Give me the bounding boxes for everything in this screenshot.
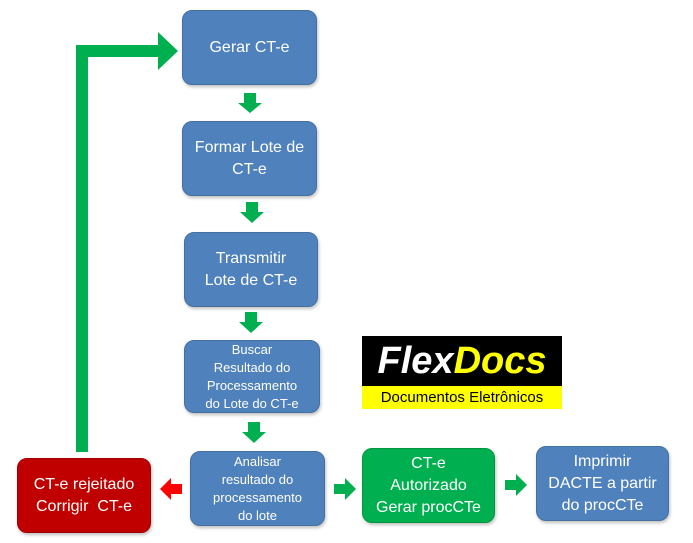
node-line: do procCTe: [561, 496, 644, 514]
node-line: processamento: [213, 489, 302, 505]
node-line: CT-e: [232, 160, 267, 178]
node-line: Transmitir: [215, 249, 287, 267]
node-line: resultado do: [221, 471, 294, 487]
arrow-right-icon: [334, 478, 356, 500]
node-transmitir-lote: Transmitir Lote de CT-e: [184, 232, 318, 307]
loop-arrowhead-icon: [158, 32, 178, 70]
edge-transmitir-to-buscar: [239, 312, 263, 333]
node-line: Processamento: [206, 377, 298, 393]
node-line: Lote de CT-e: [204, 271, 298, 289]
arrow-down-icon: [238, 93, 262, 113]
node-cte-rejeitado: CT-e rejeitado Corrigir CT-e: [17, 458, 151, 533]
node-analisar-resultado: Analisar resultado do processamento do l…: [190, 451, 325, 526]
node-line: Gerar procCTe: [376, 498, 481, 516]
node-line: Imprimir: [573, 452, 632, 470]
edge-formar-to-transmitir: [240, 202, 264, 223]
node-buscar-resultado: Buscar Resultado do Processamento do Lot…: [184, 340, 320, 413]
arrow-down-icon: [239, 312, 263, 333]
logo-wordmark: FlexDocs: [378, 336, 547, 386]
node-line: CT-e rejeitado: [33, 475, 135, 493]
edge-analisar-to-rejeitado: [160, 478, 182, 500]
arrow-down-icon: [242, 422, 266, 443]
logo-word-docs: Docs: [453, 340, 547, 382]
arrow-left-icon: [160, 478, 182, 500]
node-line: Autorizado: [390, 476, 467, 494]
arrow-down-icon: [240, 202, 264, 223]
edge-rejeitado-to-gerar: [76, 32, 178, 452]
edge-gerar-to-formar: [238, 93, 262, 113]
edge-buscar-to-analisar: [242, 422, 266, 443]
node-line: Buscar: [231, 341, 273, 357]
node-cte-autorizado: CT-e Autorizado Gerar procCTe: [362, 448, 495, 523]
node-formar-lote: Formar Lote de CT-e: [182, 121, 317, 196]
flexdocs-logo: FlexDocs Documentos Eletrônicos: [362, 336, 562, 409]
node-line: CT-e: [411, 454, 446, 472]
logo-wordmark-band: FlexDocs: [362, 336, 562, 386]
edge-autorizado-to-imprimir: [505, 474, 527, 496]
node-imprimir-dacte: Imprimir DACTE a partir do procCTe: [536, 446, 669, 521]
node-line: Formar Lote de: [194, 138, 305, 156]
arrow-right-icon: [505, 474, 527, 496]
node-line: do lote: [237, 507, 278, 523]
node-line: do Lote do CT-e: [205, 395, 299, 411]
logo-tagline: Documentos Eletrônicos: [362, 386, 562, 409]
node-line: Gerar CT-e: [209, 38, 290, 56]
node-line: Analisar: [234, 453, 281, 469]
logo-word-flex: Flex: [377, 340, 454, 382]
node-line: DACTE a partir: [548, 474, 657, 492]
node-line: Corrigir CT-e: [35, 497, 132, 515]
loop-line: [76, 45, 162, 452]
node-gerar-cte: Gerar CT-e: [182, 10, 317, 85]
node-line: Resultado do: [213, 359, 291, 375]
edge-analisar-to-autorizado: [334, 478, 356, 500]
